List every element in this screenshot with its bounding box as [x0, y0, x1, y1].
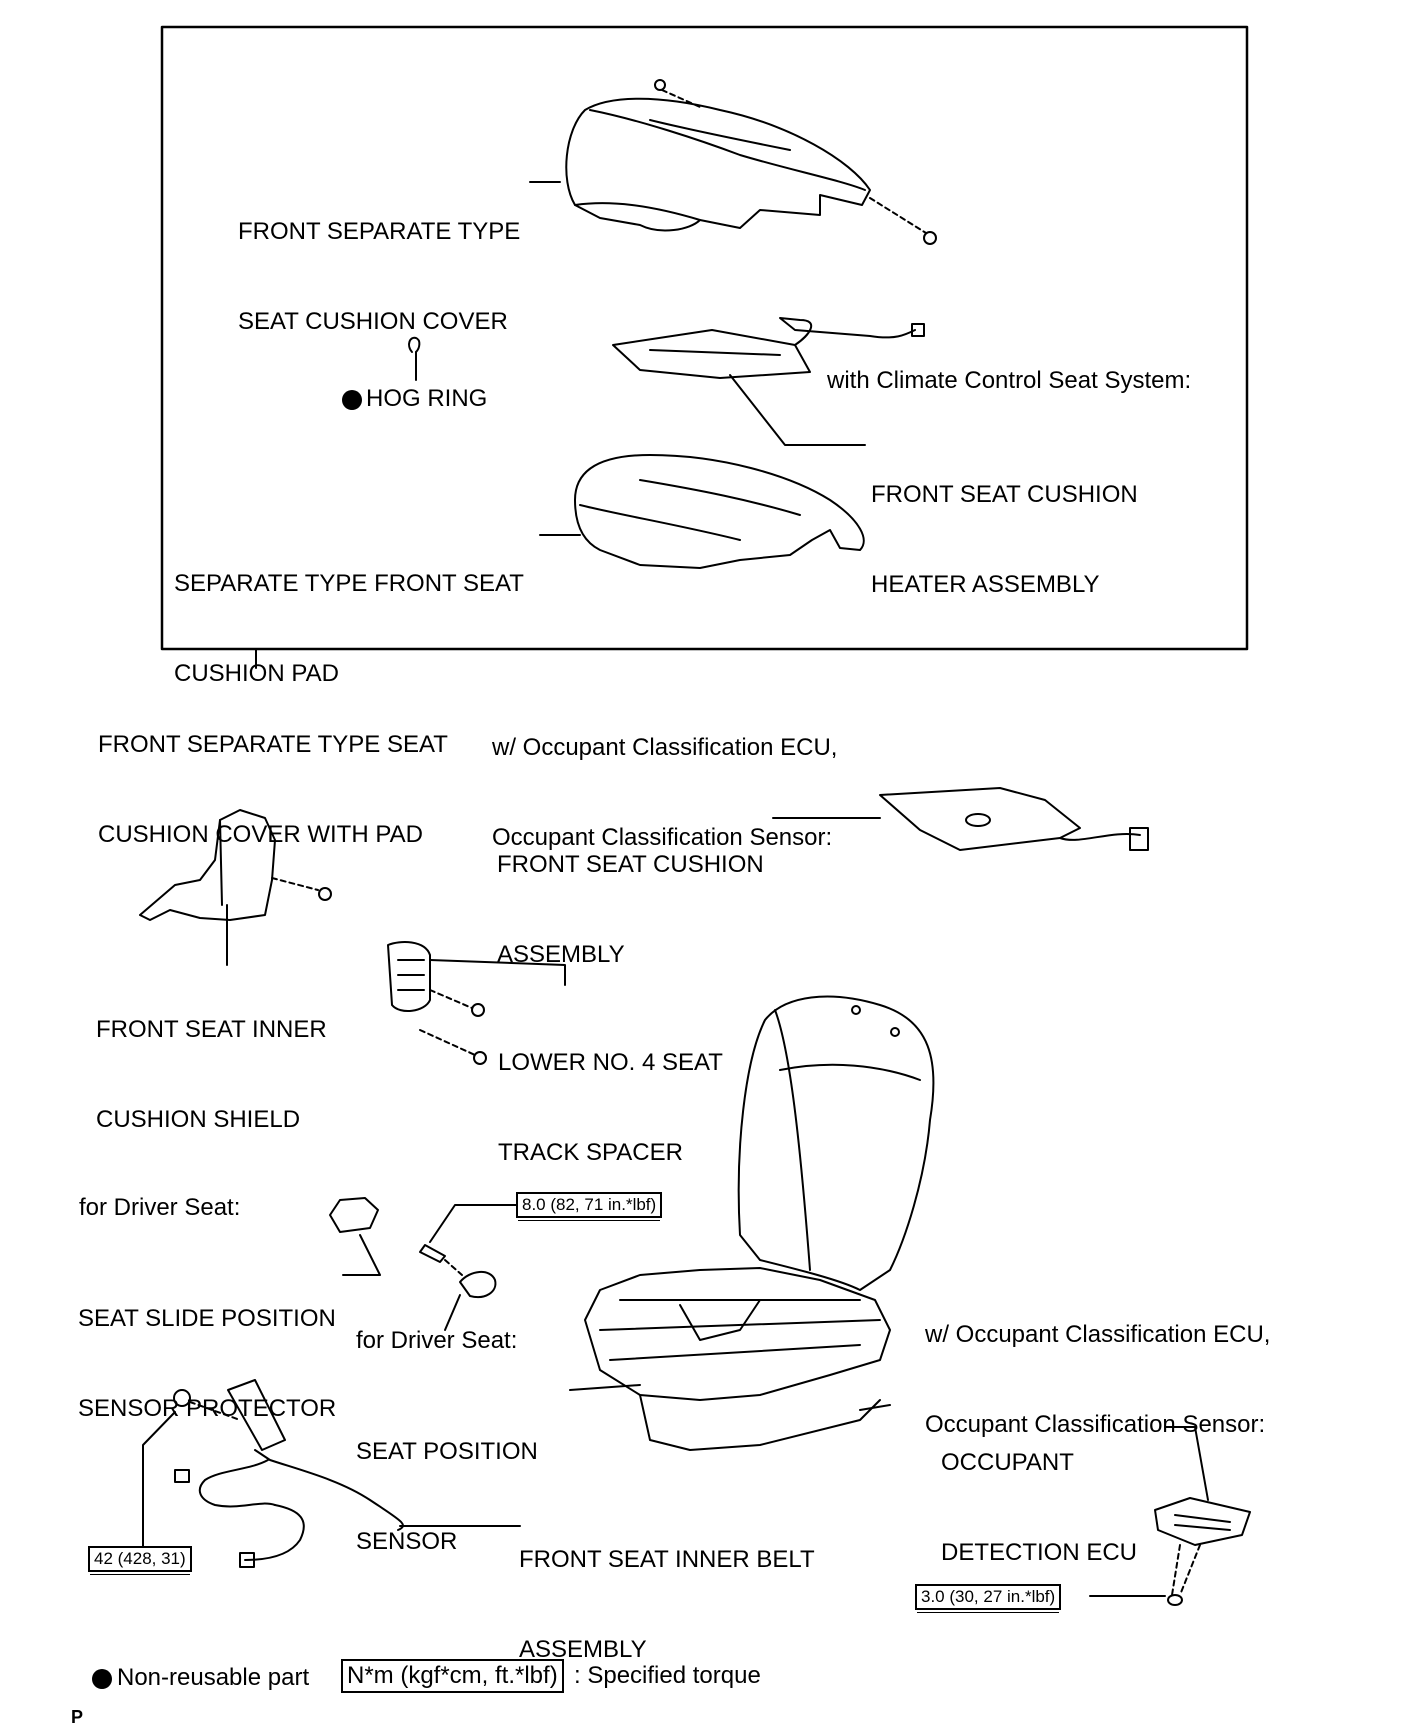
seat-cushion-cover-drawing: [565, 79, 937, 245]
seat-assembly-drawing: [569, 995, 935, 1451]
label-cover-with-pad: FRONT SEPARATE TYPE SEAT CUSHION COVER W…: [98, 670, 448, 880]
non-reusable-dot-icon: [342, 390, 362, 410]
label-line: FRONT SEAT INNER: [96, 1016, 327, 1043]
label-for-driver-seat-2: for Driver Seat:: [356, 1327, 518, 1354]
torque-seat-sensor-bolt: 8.0 (82, 71 in.*lbf): [516, 1192, 663, 1221]
leader-belt-torque: [142, 1411, 176, 1549]
label-line: DETECTION ECU: [941, 1539, 1138, 1566]
label-line: HEATER ASSEMBLY: [871, 571, 1100, 598]
torque-inner-belt-bolt: 42 (428, 31): [88, 1546, 192, 1575]
label-line: SEPARATE TYPE FRONT SEAT: [174, 570, 524, 597]
label-inner-cushion-shield: FRONT SEAT INNER CUSHION SHIELD: [96, 955, 327, 1165]
label-line: SENSOR: [356, 1528, 458, 1555]
label-inner-belt-assembly: FRONT SEAT INNER BELT ASSEMBLY: [519, 1485, 815, 1695]
front-seat-cushion-assembly-drawing: [879, 787, 1149, 851]
occupant-ecu-drawing: [1154, 1497, 1251, 1606]
label-line: FRONT SEPARATE TYPE: [238, 218, 521, 245]
label-heater-assembly: FRONT SEAT CUSHION HEATER ASSEMBLY: [871, 420, 1138, 630]
legend-specified-torque: : Specified torque: [574, 1662, 761, 1689]
hog-ring-drawing: [408, 336, 421, 381]
label-line: FRONT SEAT CUSHION: [871, 481, 1138, 508]
seat-track-spacer-drawing: [387, 941, 487, 1065]
label-occupant-detection-ecu: OCCUPANT DETECTION ECU: [941, 1388, 1137, 1598]
label-hog-ring: HOG RING: [366, 385, 488, 412]
leader-heater: [729, 374, 866, 446]
label-line: FRONT SEPARATE TYPE SEAT: [98, 731, 448, 758]
label-line: CUSHION COVER WITH PAD: [98, 821, 423, 848]
page-code: P: [71, 1707, 84, 1727]
label-line: OCCUPANT: [941, 1449, 1074, 1476]
label-occupant-condition-bottom: w/ Occupant Classification ECU, Occupant…: [925, 1260, 1270, 1470]
label-line: FRONT SEAT CUSHION: [497, 851, 764, 878]
label-line: FRONT SEAT INNER BELT: [519, 1546, 815, 1573]
leader-track-spacer: [429, 959, 566, 986]
label-line: ASSEMBLY: [497, 941, 625, 968]
leader-seat-position-sensor: [444, 1294, 461, 1331]
heater-assembly-drawing: [612, 317, 925, 379]
label-cushion-pad: SEPARATE TYPE FRONT SEAT CUSHION PAD: [174, 509, 524, 719]
legend-torque-unit: N*m (kgf*cm, ft.*lbf): [341, 1659, 564, 1693]
label-line: Occupant Classification Sensor:: [492, 824, 833, 851]
label-line: CUSHION SHIELD: [96, 1106, 301, 1133]
label-slide-sensor-protector: SEAT SLIDE POSITION SENSOR PROTECTOR: [78, 1244, 336, 1454]
label-cushion-assembly: FRONT SEAT CUSHION ASSEMBLY: [497, 790, 764, 1000]
inner-cushion-shield-drawing: [139, 809, 332, 921]
leader-torque-seat-sensor: [429, 1204, 517, 1243]
leader-slide-protector: [342, 1234, 381, 1276]
slide-sensor-protector-drawing: [329, 1197, 379, 1233]
cushion-cover-group-frame: [160, 25, 1249, 651]
leader-ecu: [1164, 1426, 1209, 1501]
legend-non-reusable: Non-reusable part: [117, 1664, 310, 1691]
label-seat-cushion-cover: FRONT SEPARATE TYPE SEAT CUSHION COVER: [238, 157, 520, 367]
label-seat-position-sensor: SEAT POSITION SENSOR: [356, 1377, 538, 1587]
label-climate-condition: with Climate Control Seat System:: [827, 367, 1192, 394]
label-occupant-condition-top: w/ Occupant Classification ECU, Occupant…: [492, 673, 837, 883]
label-line: SEAT CUSHION COVER: [238, 308, 508, 335]
label-line: ASSEMBLY: [519, 1636, 647, 1663]
label-seat-track-spacer: LOWER NO. 4 SEAT TRACK SPACER: [498, 988, 723, 1198]
label-line: LOWER NO. 4 SEAT: [498, 1049, 723, 1076]
cushion-pad-drawing: [574, 454, 865, 569]
label-line: SENSOR PROTECTOR: [78, 1395, 337, 1422]
inner-belt-assembly-drawing: [173, 1379, 404, 1568]
label-for-driver-seat-1: for Driver Seat:: [79, 1194, 241, 1221]
seat-position-sensor-drawing: [419, 1244, 497, 1298]
label-line: Occupant Classification Sensor:: [925, 1411, 1266, 1438]
label-line: SEAT SLIDE POSITION: [78, 1305, 336, 1332]
label-line: w/ Occupant Classification ECU,: [492, 734, 838, 761]
label-line: TRACK SPACER: [498, 1139, 683, 1166]
label-line: CUSHION PAD: [174, 660, 339, 687]
label-line: w/ Occupant Classification ECU,: [925, 1321, 1271, 1348]
torque-ecu-nut: 3.0 (30, 27 in.*lbf): [915, 1584, 1062, 1613]
non-reusable-legend-dot-icon: [92, 1669, 112, 1689]
label-line: SEAT POSITION: [356, 1438, 538, 1465]
